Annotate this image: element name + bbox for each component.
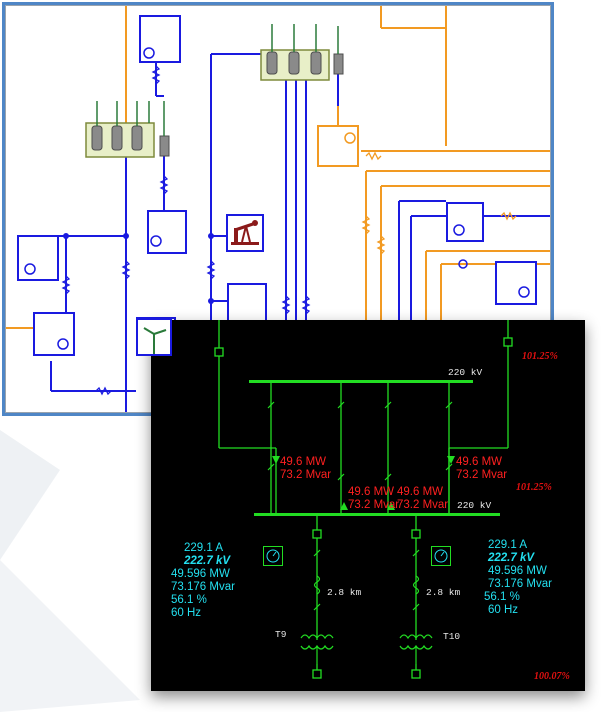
voltage-pct-bottom: 100.07% bbox=[534, 671, 570, 682]
lower-bus-bar bbox=[254, 513, 500, 516]
scada-substation-window[interactable]: 220 kV 220 kV 101.25% 101.25% 100.07% 49… bbox=[151, 320, 585, 691]
flow-center-b-mvar: 73.2 Mvar bbox=[397, 499, 449, 511]
left-loading: 56.1 % bbox=[171, 594, 207, 606]
left-voltage: 222.7 kV bbox=[184, 555, 231, 567]
wind-turbine-icon[interactable] bbox=[136, 318, 172, 356]
voltage-pct-mid: 101.25% bbox=[516, 482, 552, 493]
right-mw: 49.596 MW bbox=[488, 565, 547, 577]
one-line-diagram-canvas bbox=[6, 6, 550, 412]
orange-bus-box bbox=[317, 125, 359, 167]
right-voltage: 222.7 kV bbox=[488, 552, 535, 564]
left-mvar: 73.176 Mvar bbox=[171, 581, 235, 593]
flow-right-mvar: 73.2 Mvar bbox=[456, 469, 508, 481]
upper-bus-bar bbox=[249, 380, 473, 383]
flow-center-b-mw: 49.6 MW bbox=[397, 486, 444, 498]
flow-left-mvar: 73.2 Mvar bbox=[280, 469, 332, 481]
voltage-pct-top: 101.25% bbox=[522, 351, 558, 362]
right-loading: 56.1 % bbox=[484, 591, 520, 603]
line-left-length: 2.8 km bbox=[327, 587, 362, 598]
right-mvar: 73.176 Mvar bbox=[488, 578, 552, 590]
lower-bus-voltage: 220 kV bbox=[457, 500, 492, 511]
transformer-left-label: T9 bbox=[275, 629, 287, 640]
left-frequency: 60 Hz bbox=[171, 607, 202, 619]
upper-bus-voltage: 220 kV bbox=[448, 367, 483, 378]
line-right-length: 2.8 km bbox=[426, 587, 461, 598]
flow-center-a-mvar: 73.2 Mvar bbox=[348, 499, 400, 511]
right-frequency: 60 Hz bbox=[488, 604, 519, 616]
left-mw: 49.596 MW bbox=[171, 568, 230, 580]
switchgear-right bbox=[260, 24, 344, 81]
meter-icon-right[interactable] bbox=[431, 546, 451, 566]
meter-icon-left[interactable] bbox=[263, 546, 283, 566]
oil-pump-icon[interactable] bbox=[226, 214, 264, 252]
flow-left-mw: 49.6 MW bbox=[280, 456, 327, 468]
flow-right-mw: 49.6 MW bbox=[456, 456, 503, 468]
orange-feeders bbox=[6, 6, 550, 412]
left-current: 229.1 A bbox=[184, 542, 224, 554]
switchgear-left bbox=[85, 101, 170, 158]
substation-diagram bbox=[214, 320, 513, 679]
right-current: 229.1 A bbox=[488, 539, 528, 551]
transformer-right-label: T10 bbox=[443, 631, 461, 642]
flow-center-a-mw: 49.6 MW bbox=[348, 486, 395, 498]
